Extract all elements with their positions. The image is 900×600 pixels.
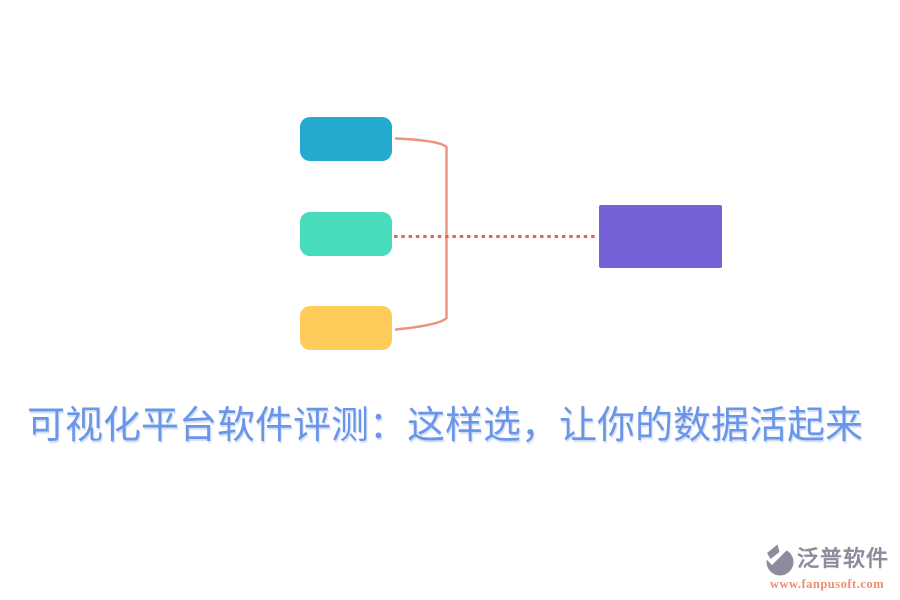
- source-box-bottom: [300, 306, 392, 350]
- brand-row: 泛普软件: [764, 541, 889, 577]
- target-box: [599, 205, 722, 268]
- bracket-connector: [394, 137, 448, 331]
- brand-url: www.fanpusoft.com: [769, 577, 885, 591]
- brand-name: 泛普软件: [796, 545, 889, 571]
- fanpu-pie-icon: [764, 541, 794, 576]
- source-box-middle: [300, 212, 392, 256]
- brand-logo: 泛普软件 www.fanpusoft.com: [762, 541, 892, 592]
- page-title: 可视化平台软件评测：这样选，让你的数据活起来: [27, 405, 864, 447]
- source-box-top: [300, 117, 392, 161]
